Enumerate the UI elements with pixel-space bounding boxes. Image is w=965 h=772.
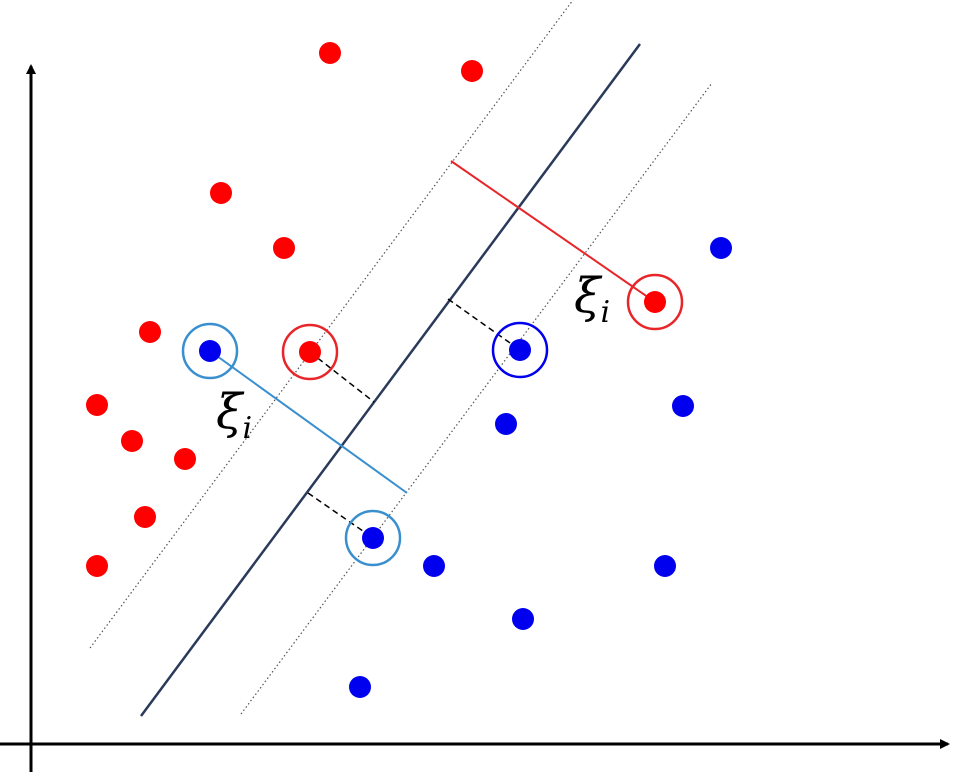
xi-subscript: i xyxy=(242,411,252,446)
xi-label-left: ξi xyxy=(216,384,252,446)
red-point xyxy=(174,448,196,470)
blue-points xyxy=(199,237,732,698)
ring-blue-support-top xyxy=(491,321,549,379)
xi-symbol: ξ xyxy=(216,384,245,440)
slack-line-red xyxy=(450,160,656,303)
red-point xyxy=(319,42,341,64)
ring-red-slack xyxy=(626,273,684,331)
slack-line-blue xyxy=(209,350,408,494)
blue-point xyxy=(423,555,445,577)
ring-red-support xyxy=(281,323,339,381)
red-point xyxy=(273,237,295,259)
margin-line-left xyxy=(89,0,574,649)
blue-point xyxy=(710,237,732,259)
red-point xyxy=(134,506,156,528)
ring-blue-slack xyxy=(181,322,239,380)
support-distance-blue-bottom xyxy=(307,492,374,539)
xi-subscript: i xyxy=(600,295,610,330)
red-point xyxy=(86,555,108,577)
blue-point xyxy=(512,608,534,630)
blue-point xyxy=(654,555,676,577)
xi-label-right: ξi xyxy=(574,268,610,330)
red-point-slack xyxy=(644,291,666,313)
red-point xyxy=(86,394,108,416)
red-point-support xyxy=(299,341,321,363)
xi-symbol: ξ xyxy=(574,268,603,324)
blue-point xyxy=(495,413,517,435)
blue-point-support xyxy=(509,339,531,361)
red-point xyxy=(461,60,483,82)
support-distance-red xyxy=(309,351,375,403)
decision-boundary xyxy=(139,43,642,717)
red-point xyxy=(139,321,161,343)
support-distance-blue-top xyxy=(447,298,521,351)
blue-point xyxy=(349,676,371,698)
margin-line-right xyxy=(240,82,713,715)
red-point xyxy=(210,182,232,204)
red-point xyxy=(121,430,143,452)
blue-point-support xyxy=(362,527,384,549)
blue-point-slack xyxy=(199,340,221,362)
ring-blue-support-bottom xyxy=(344,509,402,567)
red-points xyxy=(86,42,666,577)
blue-point xyxy=(672,395,694,417)
